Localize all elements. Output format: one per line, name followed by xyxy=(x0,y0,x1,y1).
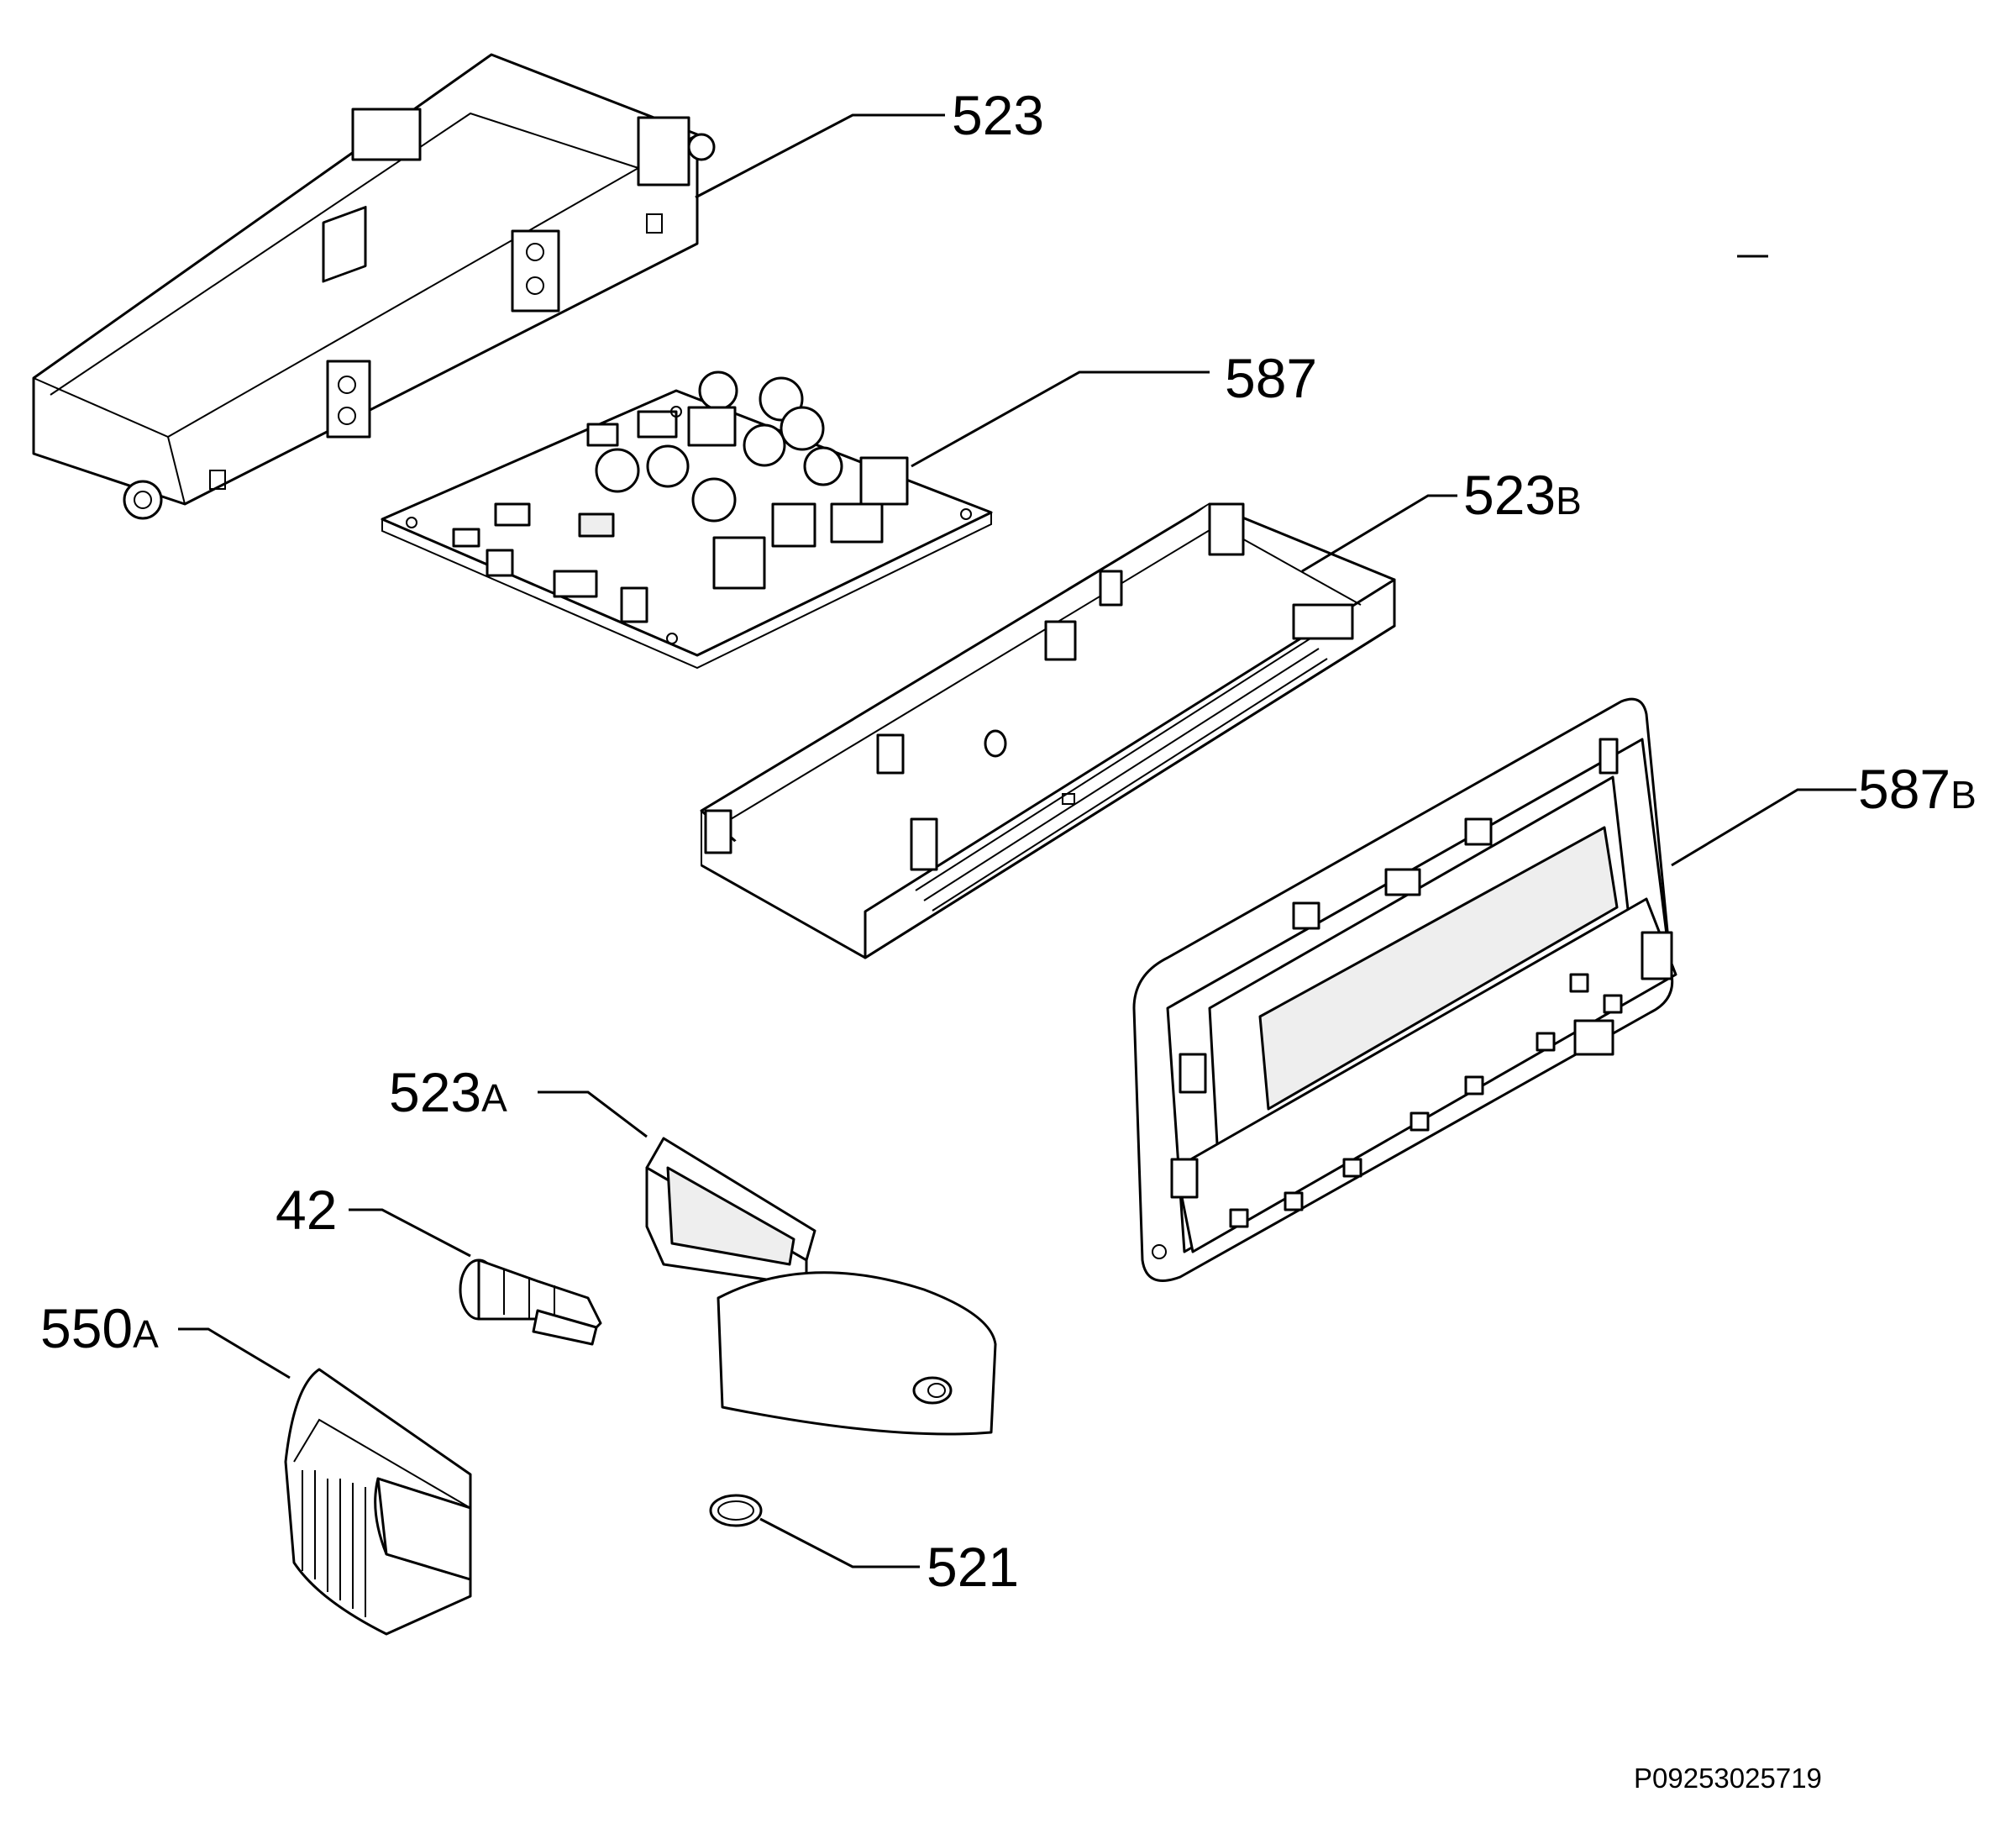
part-550a-knob xyxy=(284,1368,472,1636)
leader-523a xyxy=(538,1090,648,1138)
label-523: 523 xyxy=(952,84,1044,146)
label-521: 521 xyxy=(927,1536,1019,1598)
part-42-connector xyxy=(459,1258,602,1346)
part-523b-housing-tray xyxy=(700,502,1396,959)
document-id: P09253025719 xyxy=(1634,1763,1822,1794)
leader-550a xyxy=(178,1327,291,1379)
label-550a: 550A xyxy=(40,1297,159,1359)
leader-lines xyxy=(178,113,1856,1568)
label-523b: 523B xyxy=(1463,464,1582,526)
part-523a-knob-cover xyxy=(645,1137,997,1436)
leader-523 xyxy=(695,113,945,199)
label-42: 42 xyxy=(276,1179,337,1241)
part-523-housing-cover xyxy=(32,53,716,520)
leader-523b xyxy=(1301,494,1457,573)
part-587-control-board xyxy=(381,370,993,670)
leader-42 xyxy=(349,1208,471,1258)
leader-587 xyxy=(911,370,1210,468)
part-587b-display-frame xyxy=(1132,697,1677,1282)
label-587b: 587B xyxy=(1858,758,1977,820)
leader-587b xyxy=(1671,788,1856,867)
label-587: 587 xyxy=(1225,347,1317,409)
label-523a: 523A xyxy=(389,1061,507,1123)
part-521-o-ring xyxy=(709,1494,763,1527)
leader-521 xyxy=(759,1517,920,1568)
